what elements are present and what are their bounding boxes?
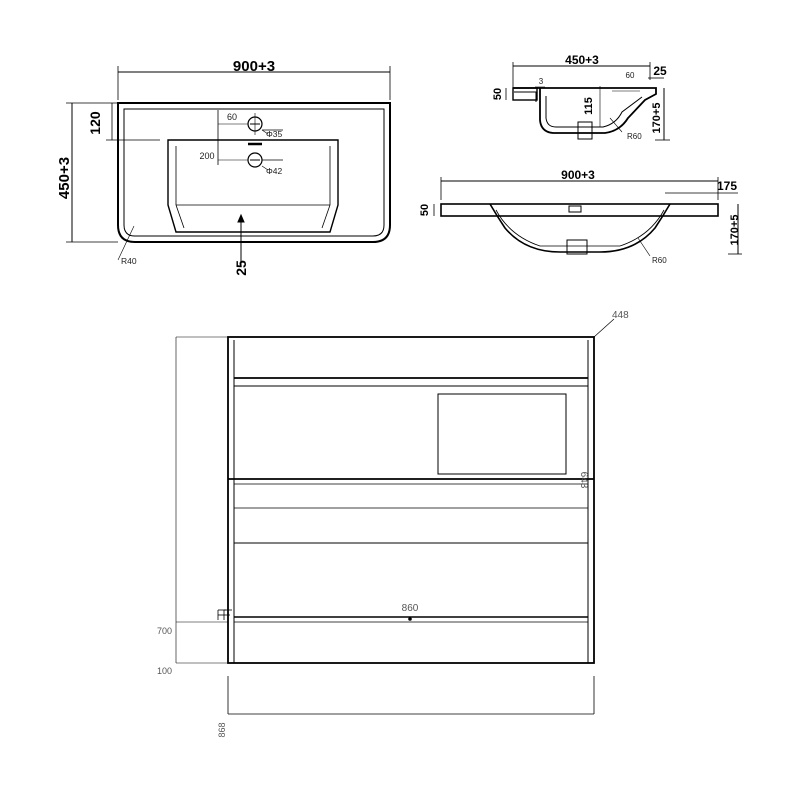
cabinet-foot-dim: 100	[157, 666, 172, 676]
front-radius: R60	[652, 256, 667, 265]
cabinet-front-view-labels: 448 643 860 700 100 868	[157, 310, 629, 738]
side-rim-dim: 25	[653, 64, 667, 78]
basin-side-view-labels: 450+3 25 50 3 60 115 170+5 R60	[492, 53, 667, 141]
cabinet-inner-width-dim: 860	[402, 603, 419, 614]
top-tap-offset-dim: 60	[227, 112, 237, 122]
top-front-dim: 25	[233, 260, 249, 276]
cabinet-front-view	[175, 318, 615, 715]
side-depth-dim: 450+3	[565, 53, 599, 67]
front-width-dim: 900+3	[561, 168, 595, 182]
top-tap-hole-dim: Φ35	[266, 129, 283, 139]
cabinet-height-dim: 643	[578, 472, 589, 489]
side-rim-height-dim: 50	[492, 88, 504, 100]
cabinet-overall-width-dim: 868	[217, 722, 227, 737]
basin-front-view	[433, 177, 742, 257]
cabinet-depth-dim: 448	[612, 310, 629, 321]
basin-top-view-labels: 900+3 450+3 120 60 200 Φ35 Φ42 25 R40	[56, 58, 283, 276]
top-corner-radius: R40	[121, 256, 137, 266]
front-rim-height-dim: 50	[419, 204, 431, 216]
top-waste-hole-dim: Φ42	[266, 166, 283, 176]
basin-top-view	[66, 66, 391, 265]
side-tap-offset-dim: 60	[626, 71, 635, 80]
top-ledge-dim: 120	[87, 111, 103, 135]
front-overall-height-dim: 170+5	[729, 215, 741, 246]
front-side-dim: 175	[717, 179, 737, 193]
side-overall-height-dim: 170+5	[651, 103, 663, 134]
side-radius: R60	[627, 132, 642, 141]
basin-side-view	[505, 62, 670, 141]
side-offset-dim: 3	[539, 77, 544, 86]
basin-front-view-labels: 900+3 175 50 170+5 R60	[419, 168, 741, 265]
top-width-dim: 900+3	[233, 58, 275, 75]
top-tap-to-waste-dim: 200	[199, 151, 214, 161]
cabinet-plinth-height-dim: 700	[157, 626, 172, 636]
top-depth-dim: 450+3	[56, 157, 73, 199]
side-bowl-depth-dim: 115	[583, 97, 595, 115]
